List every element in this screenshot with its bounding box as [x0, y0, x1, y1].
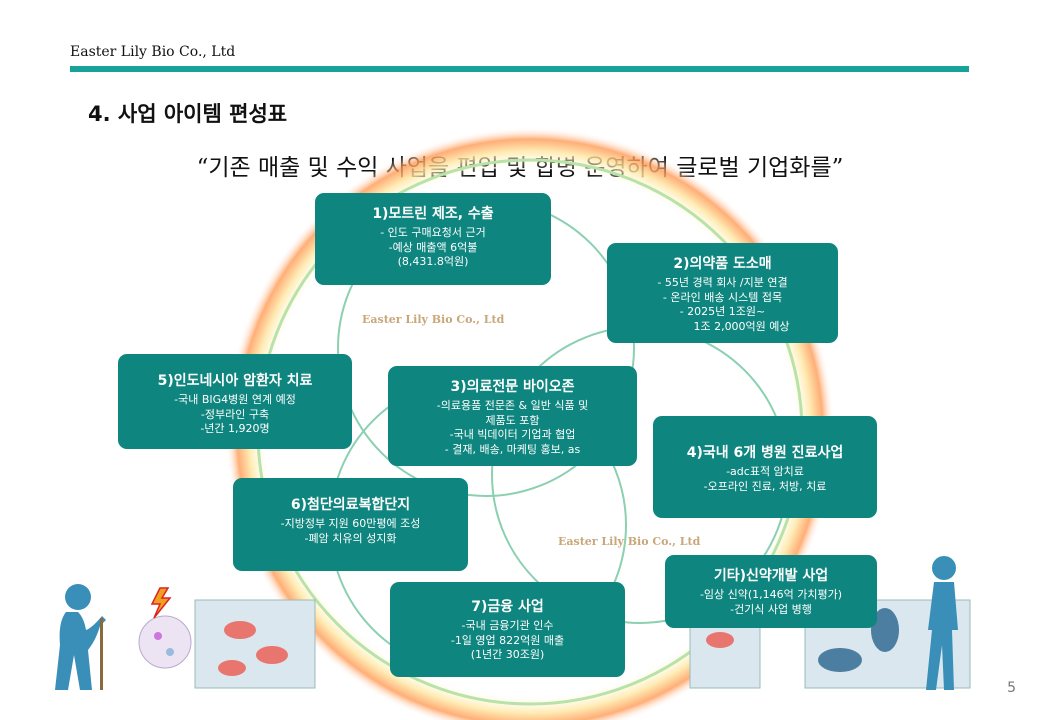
item-box-line: - 온라인 배송 시스템 접목 [662, 290, 783, 304]
item-box-line: 1조 2,000억원 예상 [693, 319, 790, 333]
item-box-line: -건기식 사업 병행 [730, 602, 812, 616]
item-box-line: -정부라인 구축 [200, 407, 270, 421]
elderly-person-icon [55, 584, 106, 690]
item-box-line: - 인도 구매요청서 근거 [380, 226, 486, 239]
item-box-line: -의료용품 전문존 & 일반 식품 및 [436, 399, 589, 412]
item-box-finance: 7)금융 사업 -국내 금융기관 인수 -1일 영업 822억원 매출 (1년간… [390, 582, 625, 677]
item-box-line: -adc표적 암치료 [726, 465, 804, 478]
item-box-line: -국내 금융기관 인수 [461, 619, 554, 632]
item-box-line: -지방정부 지원 60만평에 조성 [280, 517, 421, 530]
item-box-title: 4)국내 6개 병원 진료사업 [686, 445, 844, 461]
item-box-line: - 55년 경력 회사 /지분 연결 [657, 276, 788, 289]
item-box-medical-complex: 6)첨단의료복합단지 -지방정부 지원 60만평에 조성 -폐암 치유의 성지화 [233, 478, 468, 571]
item-box-line: -국내 BIG4병원 연계 예정 [174, 393, 296, 406]
item-box-title: 6)첨단의료복합단지 [290, 497, 411, 513]
company-name: Easter Lily Bio Co., Ltd [70, 44, 236, 60]
item-box-line: -폐암 치유의 성지화 [304, 531, 397, 545]
item-box-line: -오프라인 진료, 처방, 치료 [703, 479, 827, 493]
item-box-line: -1일 영업 822억원 매출 [450, 633, 565, 647]
item-box-motrin: 1)모트린 제조, 수출 - 인도 구매요청서 근거 -예상 매출액 6억불 (… [315, 193, 551, 285]
page-title: 4. 사업 아이템 편성표 [88, 102, 288, 126]
cell-illustration-left [138, 587, 316, 689]
item-box-line: -임상 신약(1,146억 가치평가) [699, 588, 843, 601]
item-box-hospital-care: 4)국내 6개 병원 진료사업 -adc표적 암치료 -오프라인 진료, 처방,… [653, 416, 877, 518]
item-box-line: - 결재, 배송, 마케팅 홍보, as [444, 442, 581, 456]
item-box-line: -국내 빅데이터 기업과 협업 [449, 428, 576, 441]
item-box-title: 5)인도네시아 암환자 치료 [157, 373, 313, 389]
item-box-line: - 2025년 1조원~ [679, 305, 766, 318]
item-box-title: 3)의료전문 바이오존 [450, 379, 575, 395]
item-box-pharma-distribution: 2)의약품 도소매 - 55년 경력 회사 /지분 연결 - 온라인 배송 시스… [607, 243, 838, 343]
walking-person-icon [926, 556, 958, 690]
item-box-line: (8,431.8억원) [397, 255, 469, 268]
item-box-title: 1)모트린 제조, 수출 [372, 206, 494, 222]
item-box-line: -년간 1,920명 [200, 422, 270, 435]
item-box-title: 2)의약품 도소매 [673, 256, 772, 272]
watermark-text-2: Easter Lily Bio Co., Ltd [558, 535, 701, 548]
item-box-line: (1년간 30조원) [470, 648, 545, 661]
watermark-text-1: Easter Lily Bio Co., Ltd [362, 313, 505, 326]
header-rule [70, 66, 969, 72]
item-box-new-drug: 기타)신약개발 사업 -임상 신약(1,146억 가치평가) -건기식 사업 병… [665, 555, 877, 628]
item-box-indonesia: 5)인도네시아 암환자 치료 -국내 BIG4병원 연계 예정 -정부라인 구축… [118, 354, 352, 449]
item-box-line: -예상 매출액 6억불 [388, 240, 478, 254]
item-box-bio-zone: 3)의료전문 바이오존 -의료용품 전문존 & 일반 식품 및 제품도 포함 -… [388, 366, 637, 466]
page-number: 5 [1007, 680, 1016, 696]
item-box-title: 기타)신약개발 사업 [713, 568, 829, 584]
item-box-title: 7)금융 사업 [471, 599, 544, 615]
item-box-line: 제품도 포함 [485, 413, 540, 427]
